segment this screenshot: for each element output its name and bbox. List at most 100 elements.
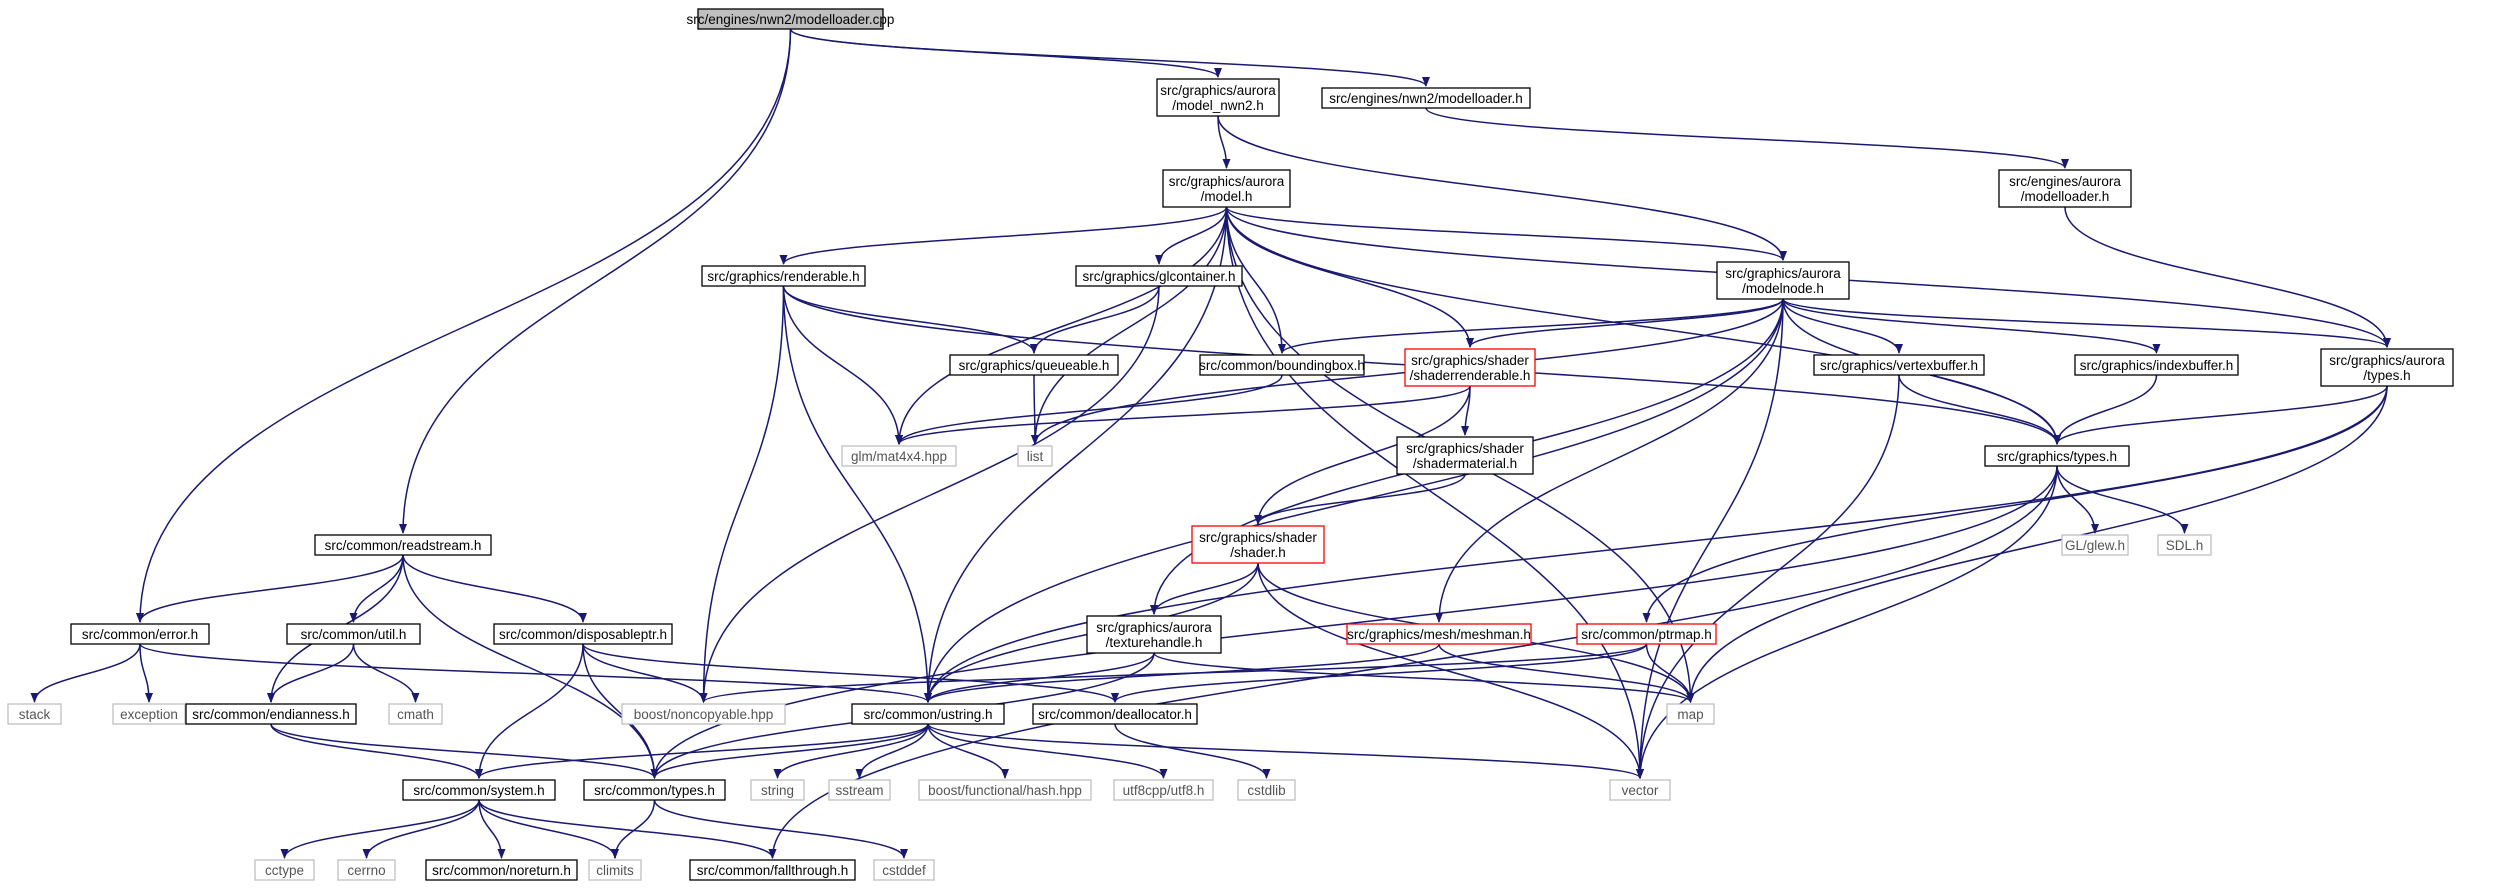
node-box[interactable] xyxy=(918,779,1092,801)
node-map[interactable]: map xyxy=(1666,703,1715,725)
node-indexbuffer[interactable]: src/graphics/indexbuffer.h xyxy=(2074,354,2239,376)
node-box[interactable] xyxy=(2157,534,2212,556)
node-box[interactable] xyxy=(1998,169,2132,208)
node-common_types[interactable]: src/common/types.h xyxy=(583,779,726,801)
node-box[interactable] xyxy=(112,703,186,725)
node-box[interactable] xyxy=(1404,348,1536,387)
node-ptrmap[interactable]: src/common/ptrmap.h xyxy=(1576,623,1717,645)
node-cstddef[interactable]: cstddef xyxy=(873,859,935,881)
node-string[interactable]: string xyxy=(750,779,805,801)
node-box[interactable] xyxy=(1609,779,1671,801)
node-cmath[interactable]: cmath xyxy=(388,703,443,725)
node-shader[interactable]: src/graphics/shader/shader.h xyxy=(1191,525,1325,564)
node-box[interactable] xyxy=(828,779,891,801)
node-list[interactable]: list xyxy=(1017,445,1053,467)
node-cctype[interactable]: cctype xyxy=(254,859,315,881)
node-texturehandle[interactable]: src/graphics/aurora/texturehandle.h xyxy=(1086,615,1222,654)
node-box[interactable] xyxy=(1666,703,1715,725)
node-renderable[interactable]: src/graphics/renderable.h xyxy=(701,265,866,287)
node-box[interactable] xyxy=(402,779,556,801)
node-hash[interactable]: boost/functional/hash.hpp xyxy=(918,779,1092,801)
node-endianness[interactable]: src/common/endianness.h xyxy=(185,703,357,725)
node-box[interactable] xyxy=(1191,525,1325,564)
node-box[interactable] xyxy=(1813,354,1985,376)
node-deallocator[interactable]: src/common/deallocator.h xyxy=(1032,703,1198,725)
node-box[interactable] xyxy=(254,859,315,881)
node-system[interactable]: src/common/system.h xyxy=(402,779,556,801)
node-box[interactable] xyxy=(2320,348,2454,387)
node-utf8[interactable]: utf8cpp/utf8.h xyxy=(1113,779,1214,801)
node-box[interactable] xyxy=(1017,445,1053,467)
node-model_h[interactable]: src/graphics/aurora/model.h xyxy=(1162,169,1291,208)
node-box[interactable] xyxy=(851,703,1005,725)
node-queueable[interactable]: src/graphics/queueable.h xyxy=(949,354,1119,376)
node-shaderrenderable[interactable]: src/graphics/shader/shaderrenderable.h xyxy=(1404,348,1536,387)
node-box[interactable] xyxy=(185,703,357,725)
node-box[interactable] xyxy=(388,703,443,725)
node-glew[interactable]: GL/glew.h xyxy=(2061,534,2129,556)
node-box[interactable] xyxy=(1984,445,2130,467)
node-disposableptr[interactable]: src/common/disposableptr.h xyxy=(493,623,673,645)
node-readstream[interactable]: src/common/readstream.h xyxy=(314,534,492,556)
node-glm[interactable]: glm/mat4x4.hpp xyxy=(841,445,957,467)
node-box[interactable] xyxy=(1075,265,1243,287)
node-aurora_types[interactable]: src/graphics/aurora/types.h xyxy=(2320,348,2454,387)
node-boundingbox[interactable]: src/common/boundingbox.h xyxy=(1199,354,1365,376)
node-box[interactable] xyxy=(1716,261,1850,300)
node-box[interactable] xyxy=(750,779,805,801)
node-box[interactable] xyxy=(1113,779,1214,801)
node-box[interactable] xyxy=(689,859,856,881)
node-stack[interactable]: stack xyxy=(7,703,62,725)
node-box[interactable] xyxy=(1396,436,1534,475)
node-box[interactable] xyxy=(1237,779,1296,801)
node-box[interactable] xyxy=(286,623,421,645)
node-modelnode[interactable]: src/graphics/aurora/modelnode.h xyxy=(1716,261,1850,300)
node-box[interactable] xyxy=(1156,78,1280,117)
node-box[interactable] xyxy=(1162,169,1291,208)
node-box[interactable] xyxy=(588,859,642,881)
node-util[interactable]: src/common/util.h xyxy=(286,623,421,645)
node-box[interactable] xyxy=(1576,623,1717,645)
node-noncopyable[interactable]: boost/noncopyable.hpp xyxy=(621,703,786,725)
node-vertexbuffer[interactable]: src/graphics/vertexbuffer.h xyxy=(1813,354,1985,376)
node-box[interactable] xyxy=(583,779,726,801)
node-box[interactable] xyxy=(1199,354,1365,376)
node-box[interactable] xyxy=(2074,354,2239,376)
node-error[interactable]: src/common/error.h xyxy=(70,623,210,645)
node-box[interactable] xyxy=(70,623,210,645)
node-box[interactable] xyxy=(621,703,786,725)
node-cstdlib[interactable]: cstdlib xyxy=(1237,779,1296,801)
node-sdl[interactable]: SDL.h xyxy=(2157,534,2212,556)
node-graphics_types[interactable]: src/graphics/types.h xyxy=(1984,445,2130,467)
node-box[interactable] xyxy=(1346,623,1532,645)
node-climits[interactable]: climits xyxy=(588,859,642,881)
node-fallthrough[interactable]: src/common/fallthrough.h xyxy=(689,859,856,881)
node-box[interactable] xyxy=(1032,703,1198,725)
node-box[interactable] xyxy=(425,859,578,881)
node-box[interactable] xyxy=(1321,87,1531,109)
node-box[interactable] xyxy=(701,265,866,287)
node-box[interactable] xyxy=(314,534,492,556)
node-shadermaterial[interactable]: src/graphics/shader/shadermaterial.h xyxy=(1396,436,1534,475)
node-model_nwn2[interactable]: src/graphics/aurora/model_nwn2.h xyxy=(1156,78,1280,117)
node-exception[interactable]: exception xyxy=(112,703,186,725)
node-box[interactable] xyxy=(873,859,935,881)
node-box[interactable] xyxy=(7,703,62,725)
node-cerrno[interactable]: cerrno xyxy=(337,859,396,881)
node-sstream[interactable]: sstream xyxy=(828,779,891,801)
node-meshman[interactable]: src/graphics/mesh/meshman.h xyxy=(1346,623,1532,645)
node-noreturn[interactable]: src/common/noreturn.h xyxy=(425,859,578,881)
node-nwn2_modelloader_h[interactable]: src/engines/nwn2/modelloader.h xyxy=(1321,87,1531,109)
node-box[interactable] xyxy=(493,623,673,645)
node-root[interactable]: src/engines/nwn2/modelloader.cpp xyxy=(687,8,895,30)
node-ustring[interactable]: src/common/ustring.h xyxy=(851,703,1005,725)
node-box[interactable] xyxy=(1086,615,1222,654)
node-glcontainer[interactable]: src/graphics/glcontainer.h xyxy=(1075,265,1243,287)
node-box[interactable] xyxy=(337,859,396,881)
node-aurora_modelloader_h[interactable]: src/engines/aurora/modelloader.h xyxy=(1998,169,2132,208)
node-box[interactable] xyxy=(841,445,957,467)
node-vector[interactable]: vector xyxy=(1609,779,1671,801)
node-box[interactable] xyxy=(949,354,1119,376)
node-box[interactable] xyxy=(2061,534,2129,556)
node-box[interactable] xyxy=(697,8,884,30)
